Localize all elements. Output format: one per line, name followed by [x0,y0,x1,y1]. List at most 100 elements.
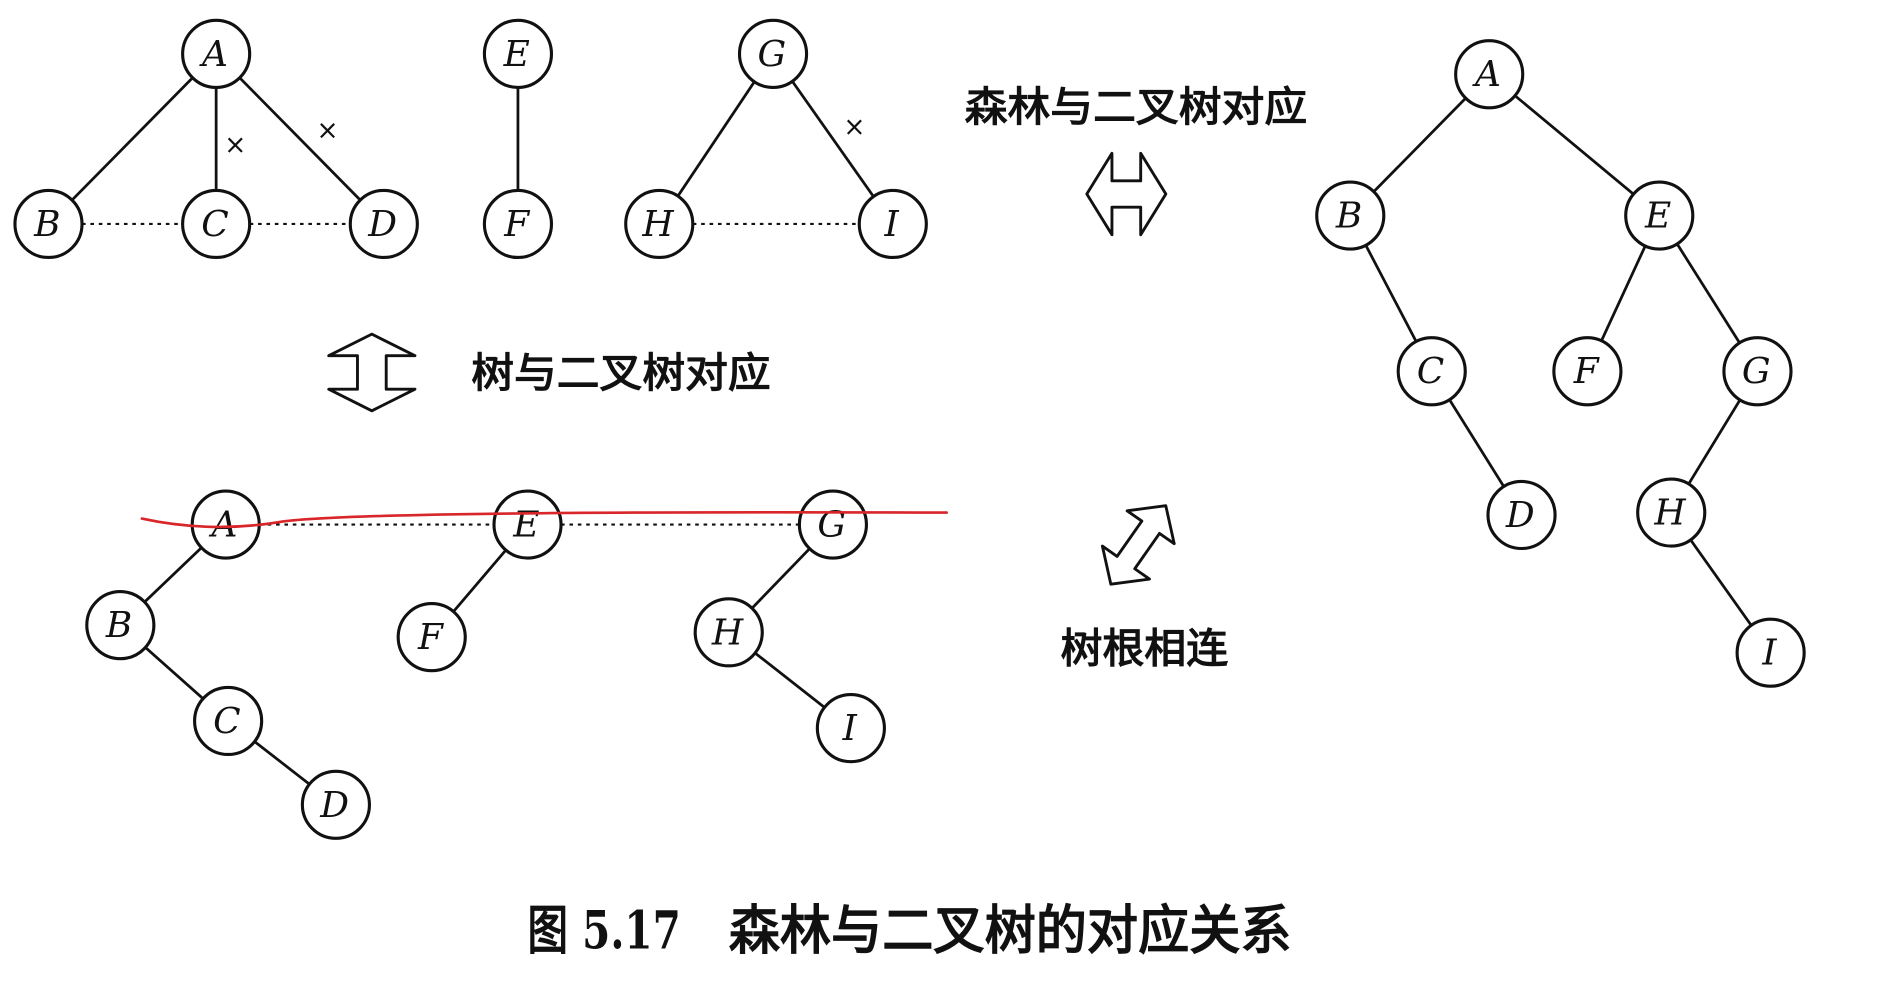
binary-tree-node-a: A [1454,39,1525,110]
forest-node-e-circle [482,18,554,89]
forest-node-d: D [348,188,419,260]
double-arrow-horizontal-icon [1085,151,1168,237]
binary-tree-node-b: B [1315,180,1386,251]
tree-binary-node-i: I [815,693,886,764]
tree-binary-node-g-circle [797,489,869,560]
forest-node-h: H [624,188,695,260]
forest-node-g-circle [737,18,809,89]
binary-tree-node-e: E [1624,180,1695,251]
forest-node-b-label: B [33,204,60,245]
binary-tree-node-h-circle [1636,477,1707,548]
tree-binary-node-d: D [300,769,371,840]
binary-tree-node-i-circle [1735,617,1806,688]
tree-binary-node-d-label: D [319,785,349,826]
binary-tree-node-g-circle [1722,336,1793,407]
forest-node-h-label: H [641,204,674,245]
binary-tree-node-d-label: D [1505,495,1535,536]
forest-node-e: E [482,18,554,89]
forest-node-g: G [737,18,809,89]
forest-node-d-circle [348,188,419,260]
binary-tree-edge-a-e [1488,73,1661,217]
caption-title: 森林与二叉树的对应关系 [729,901,1292,962]
forest-node-e-label: E [503,34,530,75]
binary-tree-node-c: C [1396,336,1467,407]
binary-tree-node-f: F [1552,336,1623,407]
forest-node-f-label: F [503,204,530,245]
binary-tree-node-g-label: G [1742,351,1771,392]
cut-mark-a-d: × [316,116,338,146]
forest-node-g-label: G [757,34,786,75]
forest-node-h-circle [624,188,695,260]
forest-node-c-label: C [201,204,228,245]
tree-binary-node-b-label: B [105,605,132,646]
binary-tree-node-h: H [1636,477,1707,548]
tree-binary-node-h-circle [693,597,764,668]
binary-tree-node-b-label: B [1335,196,1362,237]
forest-node-b: B [13,188,84,260]
double-arrow-diagonal-icon [1100,504,1176,586]
forest-edge-a-d [215,52,385,225]
binary-tree-node-i-label: I [1761,633,1777,674]
binary-tree-node-b-circle [1315,180,1386,251]
forest-node-f: F [482,188,554,260]
tree-binary-node-e-label: E [512,505,539,546]
forest-node-i: I [857,188,928,260]
tree-binary-node-d-circle [300,769,371,840]
hand-drawn-red-line [140,510,949,529]
forest-node-b-circle [13,188,84,260]
caption-figure-number: 图 5.17 [528,901,681,962]
binary-tree-node-d-circle [1486,479,1557,551]
label-forest-to-binary: 森林与二叉树对应 [965,83,1308,131]
binary-tree-node-e-label: E [1644,196,1671,237]
binary-tree-node-h-label: H [1653,493,1686,534]
tree-binary-node-h-label: H [711,612,744,653]
binary-tree-node-i: I [1735,617,1806,688]
tree-binary-node-a-label: A [209,505,238,546]
tree-binary-node-c-label: C [213,701,240,742]
tree-binary-node-f-circle [396,602,467,673]
binary-tree-node-c-label: C [1417,351,1444,392]
binary-tree-node-e-circle [1624,180,1695,251]
tree-binary-node-f: F [396,602,467,673]
forest-edge-a-b [47,52,218,225]
tree-binary-node-e: E [492,489,563,560]
binary-tree-node-a-circle [1454,39,1525,110]
forest-node-a: A [181,18,252,89]
forest-node-c-circle [181,188,252,260]
binary-tree-node-a-label: A [1472,54,1501,95]
combined-binary-tree-panel: A B C D E F G H I [1315,39,1806,688]
tree-binary-node-c: C [193,685,264,757]
binary-tree-node-d: D [1486,479,1557,551]
tree-binary-node-b: B [85,590,156,661]
forest-panel: A B C D E F G H I [13,18,928,260]
forest-node-a-label: A [199,34,228,75]
label-tree-to-binary: 树与二叉树对应 [471,349,770,397]
cut-mark-a-c: × [224,130,246,160]
tree-binary-node-g-label: G [817,505,846,546]
binary-tree-node-c-circle [1396,336,1467,407]
cut-marks: × × × [224,112,865,160]
binary-tree-node-g: G [1722,336,1793,407]
trees-as-binary-panel: A B C D E F G H I [85,489,886,840]
forest-node-d-label: D [367,204,397,245]
tree-binary-node-c-circle [193,685,264,757]
forest-node-i-circle [857,188,928,260]
cut-mark-g-i: × [843,112,865,142]
forest-node-a-circle [181,18,252,89]
forest-node-f-circle [482,188,554,260]
tree-binary-node-e-circle [492,489,563,560]
forest-node-c: C [181,188,252,260]
tree-binary-node-g: G [797,489,869,560]
double-arrow-vertical-icon [327,332,417,413]
tree-binary-node-i-label: I [842,708,858,749]
binary-tree-node-f-circle [1552,336,1623,407]
tree-binary-node-h: H [693,597,764,668]
forest-node-i-label: I [884,204,900,245]
tree-binary-node-b-circle [85,590,156,661]
binary-tree-node-f-label: F [1573,351,1600,392]
tree-binary-node-a: A [190,489,261,560]
label-connect-roots: 树根相连 [1060,624,1228,672]
tree-binary-node-f-label: F [417,617,444,658]
tree-binary-node-i-circle [815,693,886,764]
